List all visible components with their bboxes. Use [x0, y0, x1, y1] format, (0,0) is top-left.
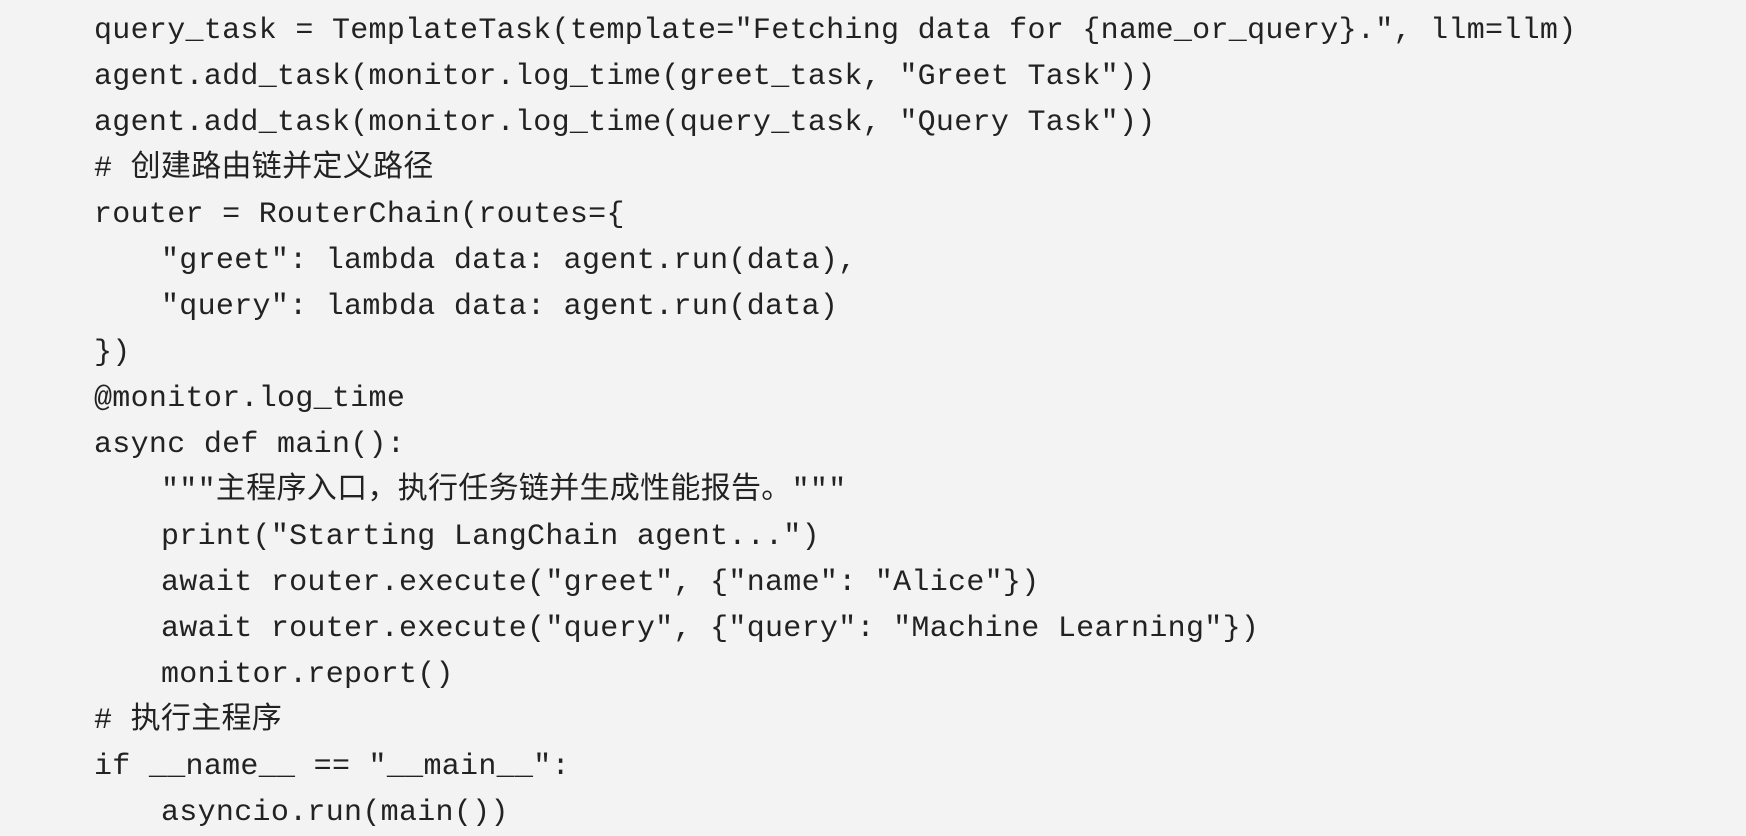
code-line: await router.execute("greet", {"name": "… [161, 566, 1040, 600]
code-line: async def main(): [94, 428, 406, 462]
code-line: "greet": lambda data: agent.run(data), [161, 244, 857, 278]
code-line: monitor.report() [161, 658, 454, 692]
code-line: router = RouterChain(routes={ [94, 198, 625, 232]
code-decorator: @monitor.log_time [94, 382, 406, 416]
code-line: agent.add_task(monitor.log_time(greet_ta… [94, 60, 1156, 94]
code-docstring: """主程序入口，执行任务链并生成性能报告。""" [161, 474, 847, 508]
code-line: print("Starting LangChain agent...") [161, 520, 820, 554]
code-line: "query": lambda data: agent.run(data) [161, 290, 839, 324]
code-line: await router.execute("query", {"query": … [161, 612, 1260, 646]
code-line: asyncio.run(main()) [161, 796, 509, 830]
code-comment: # 执行主程序 [94, 704, 283, 738]
code-line: }) [94, 336, 131, 370]
code-line: query_task = TemplateTask(template="Fetc… [94, 14, 1577, 48]
code-comment: # 创建路由链并定义路径 [94, 152, 434, 186]
code-line: agent.add_task(monitor.log_time(query_ta… [94, 106, 1156, 140]
code-line: if __name__ == "__main__": [94, 750, 570, 784]
